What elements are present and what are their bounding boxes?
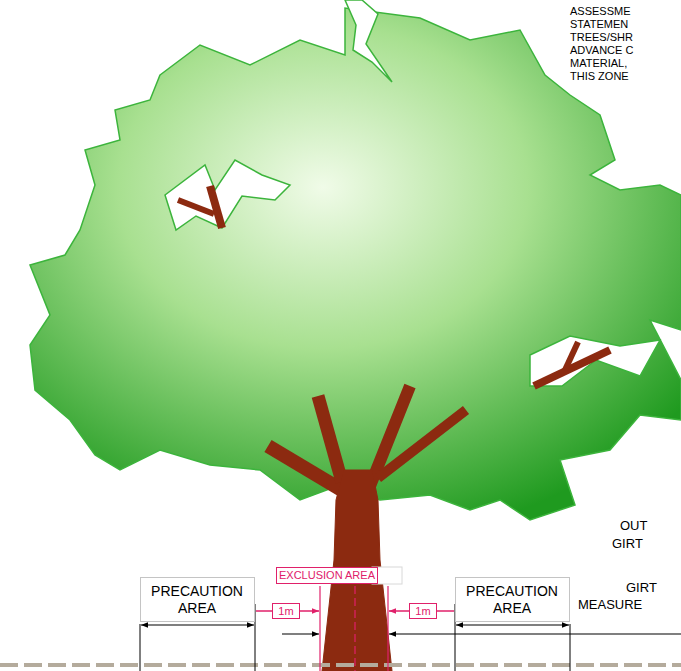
trunk-edge-line [320, 586, 388, 671]
area-box: PRECAUTION AREA [140, 577, 255, 622]
node-text: 1m [415, 605, 430, 618]
node-text: PRECAUTION AREA [149, 583, 245, 615]
dimension-box: 1m [272, 603, 300, 619]
note-text: MATERIAL, [570, 58, 627, 69]
exclusion-box: EXCLUSION AREA [276, 567, 378, 584]
branch [534, 342, 610, 386]
note-text: ADVANCE C [570, 45, 633, 56]
branch [178, 186, 222, 228]
canopy-gap [165, 160, 290, 230]
dimension-arrow [141, 624, 569, 625]
tree-trunk [268, 386, 466, 671]
note-text: STATEMEN [570, 19, 628, 30]
note-text: TREES/SHR [570, 32, 633, 43]
dimension-box: 1m [409, 603, 437, 619]
area-box: PRECAUTION AREA [455, 577, 570, 622]
ground-line [0, 663, 681, 667]
tree-canopy [30, 8, 681, 520]
node-text: PRECAUTION AREA [464, 583, 560, 615]
node-text: EXCLUSION AREA [279, 569, 375, 582]
node-text: 1m [278, 605, 293, 618]
canopy-gap [530, 336, 660, 386]
note-text: ASSESSME [570, 6, 631, 17]
dimension-label: GIRT [612, 537, 643, 550]
canopy-gap [345, 0, 392, 82]
dimension-label: MEASURE [578, 598, 642, 611]
note-text: THIS ZONE [570, 71, 629, 82]
dimension-label: OUT [620, 519, 647, 532]
girth-line [282, 633, 681, 634]
dimension-label: GIRT [626, 581, 657, 594]
